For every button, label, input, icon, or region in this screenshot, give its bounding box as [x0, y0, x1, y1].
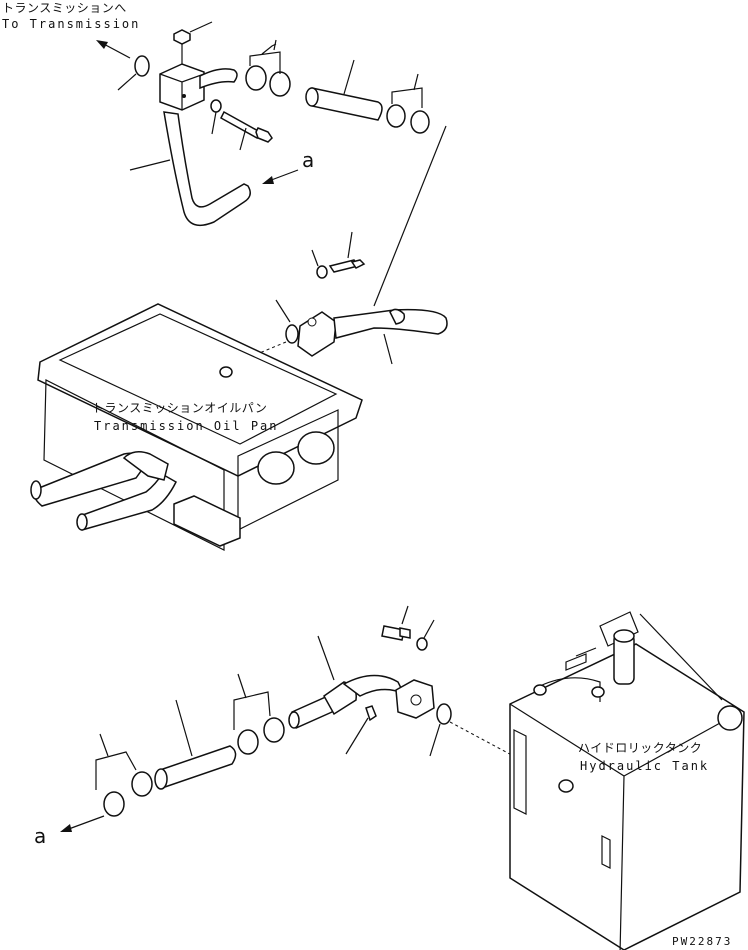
arrow-to-transmission: [96, 40, 131, 59]
ref-a-bottom-label: a: [34, 824, 47, 848]
to-transmission-jp-label: トランスミッションへ: [2, 1, 127, 15]
flange-pipe-part: [297, 308, 448, 357]
straight-hose-part: [305, 87, 383, 121]
bent-hose-part: [163, 111, 251, 227]
ref-arrow-bottom: [60, 815, 105, 832]
hose-clamp-pair: [233, 673, 285, 755]
bolt-part: [381, 625, 405, 641]
o-ring-part: [134, 55, 150, 77]
o-ring-part: [285, 324, 299, 344]
to-transmission-en-label: To Transmission: [2, 17, 141, 31]
washer-part: [210, 99, 222, 113]
bolt-part: [173, 29, 191, 45]
o-ring-part: [436, 703, 452, 725]
ref-a-top-label: a: [302, 148, 315, 172]
hose-clamp-pair: [95, 733, 153, 817]
long-bolt-part: [220, 110, 273, 143]
hydraulic-tank: [509, 611, 745, 950]
washer-part: [416, 637, 428, 651]
washer-part: [316, 265, 328, 279]
elbow-fitting-part: [288, 674, 435, 729]
hydraulic-tank-jp-label: ハイドロリックタンク: [578, 741, 703, 755]
hose-clamp-pair: [245, 39, 291, 97]
transmission-oil-pan: [30, 303, 363, 551]
drawing-code-label: PW22873: [672, 935, 733, 948]
hose-clamp-pair: [386, 73, 430, 134]
hydraulic-tank-en-label: Hydraulic Tank: [580, 759, 710, 773]
straight-hose-part: [154, 745, 237, 790]
oil-pan-jp-label: トランスミッションオイルパン: [92, 401, 268, 415]
fitting-block: [159, 63, 238, 111]
ref-arrow-top: [262, 169, 299, 184]
oil-pan-en-label: Transmission Oil Pan: [94, 419, 279, 433]
